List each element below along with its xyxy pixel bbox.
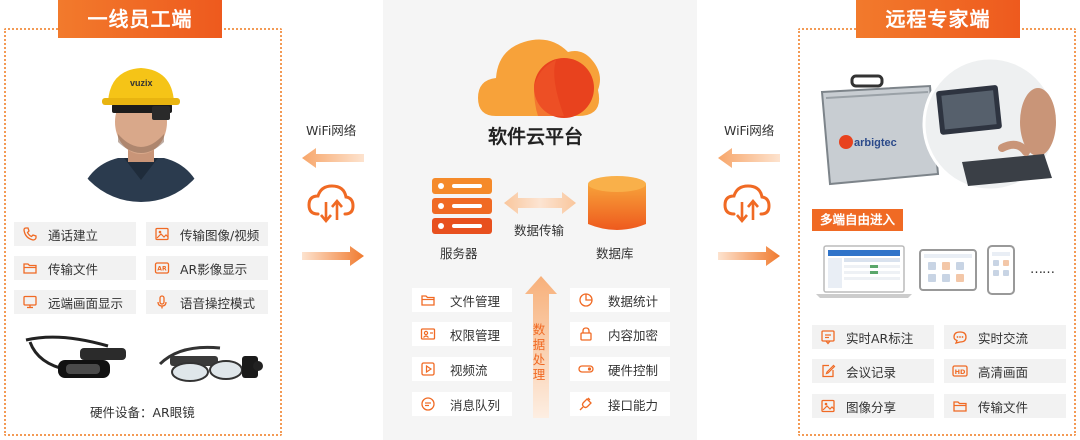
- play-icon: [421, 362, 435, 376]
- annotate-icon: [821, 330, 835, 345]
- arrow-right-outbound: [718, 246, 780, 266]
- more-devices-ellipsis: ……: [1030, 262, 1055, 277]
- microphone-icon: [157, 295, 167, 309]
- platform-item-permission-management: 权限管理: [412, 322, 512, 346]
- image-icon: [155, 227, 169, 241]
- database-label: 数据库: [596, 246, 634, 261]
- multi-access-badge: 多端自由进入: [812, 209, 904, 231]
- data-transfer-label: 数据传输: [514, 223, 565, 238]
- feature-transfer-image: 传输图像/视频: [146, 222, 268, 246]
- platform-item-data-statistics: 数据统计: [570, 288, 670, 312]
- hd-icon: HD: [952, 365, 968, 377]
- arrow-right-inbound: [718, 148, 780, 168]
- hardware-label: 硬件设备：AR眼镜: [90, 405, 195, 420]
- feature-voice-control: 语音操控模式: [146, 290, 268, 314]
- image-icon: [821, 399, 835, 413]
- database-icon: [588, 176, 646, 230]
- edit-icon: [822, 364, 836, 378]
- data-transfer-arrow: [504, 192, 576, 214]
- feature-transfer-file: 传输文件: [14, 256, 136, 280]
- feature-call: 通话建立: [14, 222, 136, 246]
- ar-glasses-image: [20, 326, 270, 396]
- worker-avatar: vuzix: [68, 56, 214, 202]
- folder-icon: [421, 295, 435, 306]
- platform-item-message-queue: 消息队列: [412, 392, 512, 416]
- cloud-logo-icon: [478, 39, 600, 118]
- plug-icon: [579, 397, 592, 411]
- feature-hd-picture: HD 高清画面: [944, 359, 1066, 383]
- server-icon: [432, 178, 492, 234]
- cloud-transfer-icon-left: [307, 184, 355, 224]
- chart-icon: [579, 293, 593, 307]
- expert-panel-title: 远程专家端: [856, 0, 1020, 38]
- folder-icon: [953, 401, 967, 412]
- feature-image-share: 图像分享: [812, 394, 934, 418]
- user-card-icon: [420, 328, 436, 340]
- folder-icon: [23, 263, 37, 274]
- arrow-left-outbound: [302, 246, 364, 266]
- platform-item-file-management: 文件管理: [412, 288, 512, 312]
- feature-realtime-chat: 实时交流: [944, 325, 1066, 349]
- message-icon: [421, 397, 435, 411]
- feature-realtime-ar-annotation: 实时AR标注: [812, 325, 934, 349]
- monitor-icon: [23, 295, 37, 309]
- svg-text:HD: HD: [955, 368, 966, 376]
- helmet-text: vuzix: [130, 78, 153, 88]
- server-label: 服务器: [440, 246, 478, 261]
- multi-device-image: [812, 240, 1026, 304]
- platform-item-hardware-control: 硬件控制: [570, 357, 670, 381]
- feature-remote-display: 远端画面显示: [14, 290, 136, 314]
- data-processing-arrow: [525, 276, 557, 418]
- brand-text: arbigtec: [854, 137, 897, 149]
- feature-meeting-record: 会议记录: [812, 359, 934, 383]
- phone-icon: [23, 227, 37, 241]
- worker-panel-title: 一线员工端: [58, 0, 222, 38]
- chat-icon: [953, 331, 967, 344]
- wifi-right-label: WiFi网络: [724, 123, 775, 138]
- feature-ar-display: AR AR影像显示: [146, 256, 268, 280]
- toggle-icon: [578, 365, 594, 373]
- platform-item-video-stream: 视频流: [412, 357, 512, 381]
- arrow-left-inbound: [302, 148, 364, 168]
- platform-title: 软件云平台: [488, 126, 584, 148]
- ar-icon: AR: [154, 262, 170, 274]
- wifi-left-label: WiFi网络: [306, 123, 357, 138]
- feature-transfer-file-expert: 传输文件: [944, 394, 1066, 418]
- lock-icon: [580, 327, 592, 341]
- data-processing-label: 数据处理: [532, 322, 546, 382]
- expert-kit-image: arbigtec: [812, 52, 1068, 202]
- svg-text:AR: AR: [157, 266, 167, 273]
- platform-item-content-encryption: 内容加密: [570, 322, 670, 346]
- platform-item-interface-capability: 接口能力: [570, 392, 670, 416]
- cloud-transfer-icon-right: [723, 184, 771, 224]
